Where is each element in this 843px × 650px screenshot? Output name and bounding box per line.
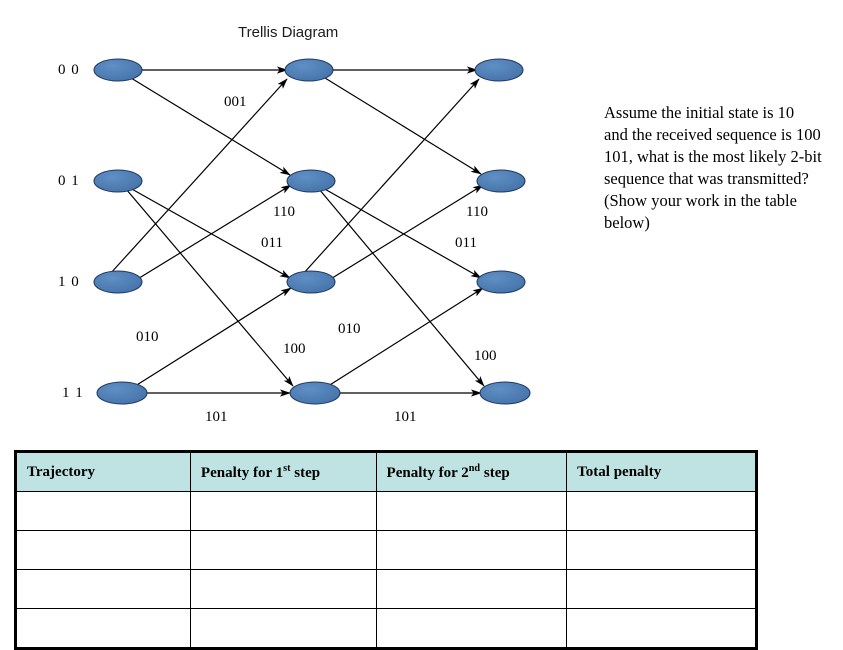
trellis-edges-stage-2 [302, 66, 485, 397]
edge-label-stage1-011: 011 [261, 235, 283, 251]
edge2-10-to-01 [328, 184, 484, 281]
node-col3-state-00 [474, 58, 524, 82]
edge2-01-to-11 [318, 188, 485, 387]
edge-label-stage1-001: 001 [224, 94, 247, 110]
node-col1-state-00 [93, 58, 143, 82]
state-label-10: 1 0 [58, 274, 80, 290]
header-total-penalty: Total penalty [566, 451, 757, 492]
edge-label-stage2-011: 011 [455, 235, 477, 251]
edge-01-to-11 [125, 188, 294, 387]
header-penalty-step1-pre: Penalty for 1 [200, 464, 284, 481]
node-col2-state-11 [289, 381, 341, 405]
edge-label-stage1-110: 110 [273, 204, 295, 220]
edge-01-to-10 [129, 187, 291, 279]
cell-total-penalty[interactable] [566, 608, 757, 649]
header-penalty-step2-pre: Penalty for 2 [386, 464, 469, 481]
state-label-00: 0 0 [58, 62, 80, 78]
edge-10-to-00 [109, 78, 288, 275]
table-row [15, 491, 757, 531]
header-penalty-step1-sup: st [283, 462, 291, 474]
edge-label-stage2-010: 010 [338, 321, 361, 337]
question-text: Assume the initial state is 10 and the r… [604, 103, 822, 232]
node-col2-state-01 [286, 169, 336, 193]
cell-penalty-step1[interactable] [189, 491, 377, 531]
edge-label-stage1-101: 101 [205, 409, 228, 425]
node-col1-state-11 [96, 381, 148, 405]
table-body [15, 491, 757, 649]
trellis-edges-stage-1 [109, 66, 294, 397]
table-row [15, 530, 757, 570]
state-label-11: 1 1 [62, 385, 84, 401]
node-col2-state-10 [286, 270, 336, 294]
state-label-01: 0 1 [58, 173, 80, 189]
edge-10-to-01 [135, 184, 292, 281]
edge-label-stage1-100: 100 [283, 341, 306, 357]
cell-total-penalty[interactable] [566, 491, 757, 531]
header-trajectory: Trajectory [15, 451, 191, 492]
cell-penalty-step2[interactable] [375, 530, 568, 570]
header-penalty-step1: Penalty for 1st step [189, 451, 377, 492]
table-row [15, 608, 757, 649]
edge2-01-to-10 [322, 187, 482, 279]
cell-total-penalty[interactable] [566, 530, 757, 570]
edge-label-stage2-110: 110 [466, 204, 488, 220]
cell-penalty-step2[interactable] [375, 491, 568, 531]
node-col1-state-10 [93, 270, 143, 294]
node-col3-state-11 [479, 381, 531, 405]
node-col3-state-01 [476, 169, 526, 193]
cell-penalty-step1[interactable] [189, 569, 377, 609]
cell-trajectory[interactable] [15, 530, 191, 570]
trellis-nodes [93, 58, 531, 405]
trellis-diagram [93, 58, 531, 405]
cell-penalty-step1[interactable] [189, 608, 377, 649]
edge-label-stage1-010: 010 [136, 329, 159, 345]
cell-total-penalty[interactable] [566, 569, 757, 609]
cell-trajectory[interactable] [15, 491, 191, 531]
edge2-11-to-10 [324, 287, 484, 389]
edge2-10-to-00 [302, 78, 480, 275]
edge-label-stage2-101: 101 [394, 409, 417, 425]
header-penalty-step1-post: step [290, 464, 321, 481]
edge-label-stage2-100: 100 [474, 348, 497, 364]
table-header-row: Trajectory Penalty for 1st step Penalty … [15, 451, 757, 492]
header-penalty-step2-sup: nd [468, 462, 481, 474]
header-penalty-step2: Penalty for 2nd step [375, 451, 568, 492]
edge-00-to-01 [130, 77, 291, 176]
edge-11-to-10 [131, 287, 292, 389]
header-penalty-step2-post: step [480, 464, 510, 481]
cell-penalty-step2[interactable] [375, 608, 568, 649]
cell-penalty-step1[interactable] [189, 530, 377, 570]
node-col2-state-00 [284, 58, 334, 82]
node-col1-state-01 [93, 169, 143, 193]
cell-penalty-step2[interactable] [375, 569, 568, 609]
diagram-title: Trellis Diagram [238, 24, 339, 41]
table-row [15, 569, 757, 609]
penalty-table: Trajectory Penalty for 1st step Penalty … [14, 450, 758, 650]
cell-trajectory[interactable] [15, 569, 191, 609]
node-col3-state-10 [476, 270, 526, 294]
edge2-00-to-01 [324, 77, 482, 175]
cell-trajectory[interactable] [15, 608, 191, 649]
